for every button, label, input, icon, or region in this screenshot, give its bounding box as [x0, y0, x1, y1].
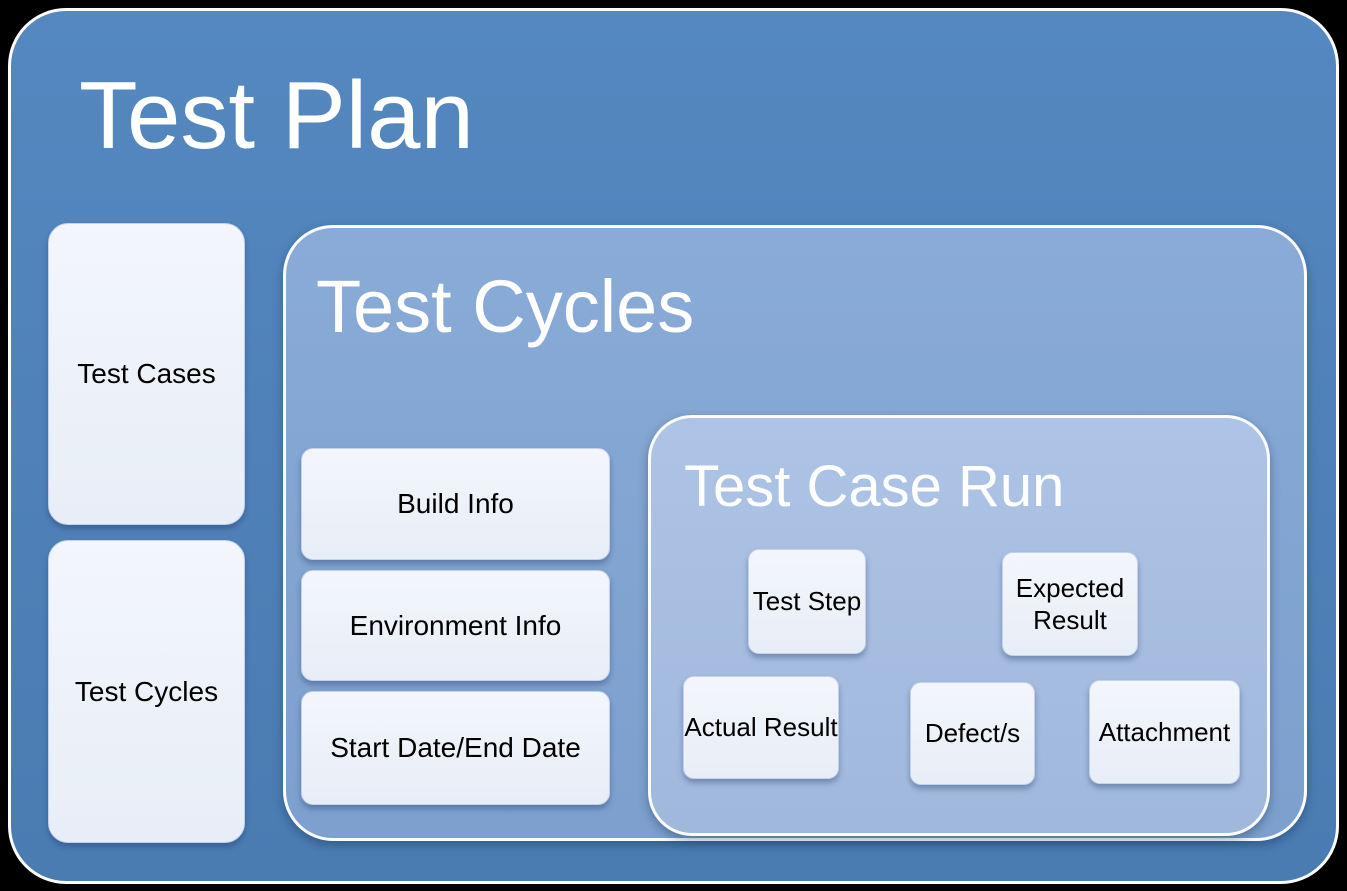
node-expected-result: Expected Result: [1002, 552, 1138, 656]
node-actual-result-label: Actual Result: [684, 712, 838, 743]
info-box-build-info: Build Info: [301, 448, 610, 560]
info-box-build-info-label: Build Info: [397, 488, 514, 519]
test-case-run-title: Test Case Run: [684, 454, 1065, 519]
node-actual-result: Actual Result: [683, 676, 839, 779]
info-box-start-end-date-label: Start Date/End Date: [330, 732, 581, 763]
side-box-test-cases-label: Test Cases: [77, 358, 216, 389]
test-plan-title: Test Plan: [79, 62, 474, 169]
test-cycles-container: Test Cycles Build Info Environment Info …: [283, 225, 1307, 841]
node-attachment: Attachment: [1089, 680, 1240, 784]
node-defects: Defect/s: [910, 682, 1035, 785]
node-test-step-label: Test Step: [752, 586, 862, 617]
side-box-test-cycles-label: Test Cycles: [74, 675, 219, 707]
info-box-environment-info: Environment Info: [301, 570, 610, 681]
node-attachment-label: Attachment: [1098, 716, 1231, 747]
side-box-test-cases: Test Cases: [48, 223, 245, 525]
node-expected-result-label: Expected Result: [1015, 572, 1125, 636]
node-defects-label: Defect/s: [924, 718, 1021, 749]
side-box-test-cycles: Test Cycles: [48, 540, 245, 843]
test-case-run-container: Test Case Run Test Step Expected Result …: [648, 415, 1270, 836]
test-cycles-title: Test Cycles: [316, 265, 695, 348]
info-box-environment-info-label: Environment Info: [349, 609, 562, 641]
info-box-start-end-date: Start Date/End Date: [301, 691, 610, 805]
node-test-step: Test Step: [748, 549, 866, 654]
